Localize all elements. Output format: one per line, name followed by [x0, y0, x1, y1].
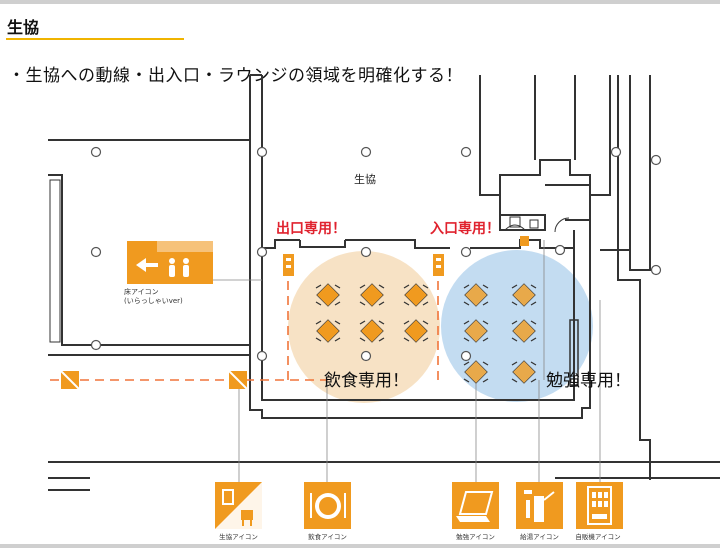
vending-icon-label: 自販機アイコン	[575, 533, 621, 541]
flow-lines	[50, 266, 439, 385]
entrance-note: 入口専用！	[430, 221, 500, 237]
seikyo-icon-graphic	[215, 482, 262, 529]
vending-icon-graphic	[587, 486, 612, 525]
top-border	[0, 0, 720, 4]
seikyo-icon-label: 生協アイコン	[219, 533, 258, 541]
study-tables	[464, 283, 536, 384]
eating-icon	[304, 482, 351, 529]
floor-sign-caption-line1: 床アイコン	[124, 288, 159, 296]
eating-icon-graphic	[310, 493, 346, 519]
columns	[90, 146, 662, 362]
study-zone-label: 勉強専用！	[546, 371, 631, 391]
kettle-icon	[516, 482, 563, 529]
floor-sign-caption: 床アイコン (いらっしゃいver)	[124, 288, 183, 306]
chairs	[315, 284, 537, 383]
title-underline	[6, 38, 184, 40]
seikyo-icon	[215, 482, 262, 529]
floor-sign	[127, 241, 213, 284]
eating-zone-label: 飲食専用！	[324, 371, 409, 391]
kettle-icon-graphic	[524, 490, 555, 522]
study-icon	[452, 482, 499, 529]
leader-lines	[213, 240, 601, 482]
bottom-border	[0, 544, 720, 548]
slide-title: 生協	[7, 18, 40, 37]
walls	[48, 74, 720, 491]
floor-tiles	[60, 370, 248, 390]
door-signs	[283, 236, 529, 276]
exit-note: 出口専用！	[276, 221, 346, 237]
study-icon-graphic	[456, 491, 494, 522]
kettle-icon-label: 給湯アイコン	[520, 533, 559, 541]
floor-sign-caption-line2: (いらっしゃいver)	[124, 297, 183, 305]
vending-icon	[576, 482, 623, 529]
eating-tables	[316, 283, 428, 343]
bullet-text: ・生協への動線・出入口・ラウンジの領域を明確化する！	[8, 66, 463, 86]
eating-icon-label: 飲食アイコン	[308, 533, 347, 541]
study-icon-label: 勉強アイコン	[456, 533, 495, 541]
door-marks	[504, 216, 570, 233]
room-label: 生協	[354, 173, 376, 186]
